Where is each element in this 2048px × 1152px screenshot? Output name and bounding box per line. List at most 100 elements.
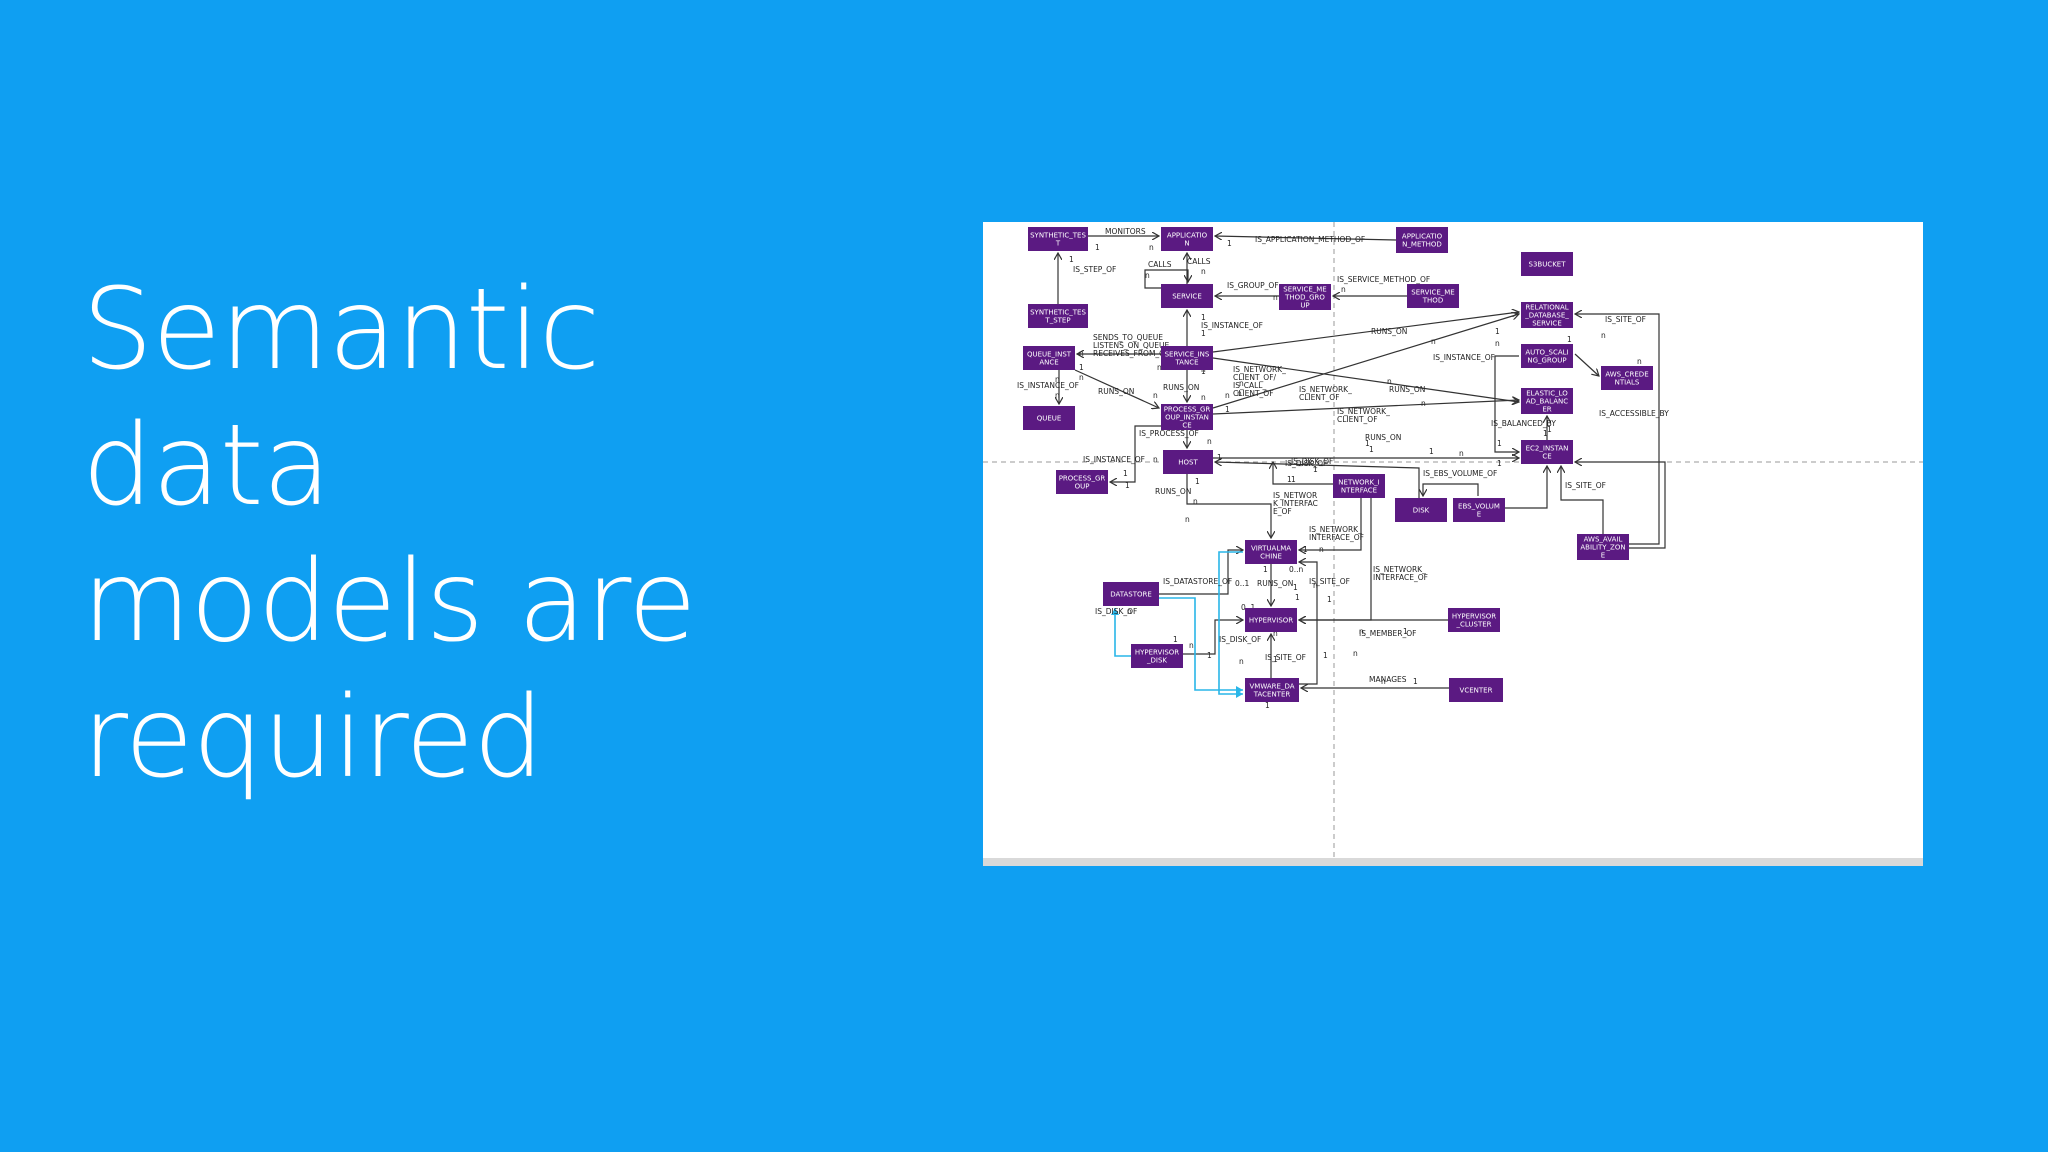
edge-az-to-ec2-right <box>1575 462 1666 549</box>
cardinality-label: 1 <box>1291 475 1296 484</box>
node-ebs-volume[interactable]: EBS_VOLUME <box>1453 498 1505 522</box>
node-label: T <box>1055 240 1061 248</box>
node-label: DISK <box>1413 507 1430 515</box>
edge-label: IS_INSTANCE_OF <box>1083 455 1145 464</box>
node-label: UP <box>1300 302 1309 310</box>
edge-label: IS_NETWORK_ <box>1299 385 1352 394</box>
cardinality-label: 1 <box>1497 459 1502 468</box>
node-label: _DATABASE_ <box>1524 312 1569 320</box>
edge-label: RUNS_ON <box>1155 487 1191 496</box>
node-box <box>1521 440 1573 464</box>
node-box <box>1449 678 1503 702</box>
node-label: AWS_CREDE <box>1605 371 1648 379</box>
edge-label: IS_DISK_OF <box>1219 635 1261 644</box>
node-network-interface[interactable]: NETWORK_INTERFACE <box>1333 474 1385 498</box>
node-label: VIRTUALMA <box>1251 545 1291 553</box>
cardinality-label: 0..1 <box>1235 579 1250 588</box>
node-process-group-instance[interactable]: PROCESS_GROUP_INSTANCE <box>1161 404 1213 430</box>
cardinality-label: n <box>1079 349 1084 358</box>
edge-label: IS_APPLICATION_METHOD_OF <box>1255 235 1365 244</box>
cardinality-label: 1 <box>1201 313 1206 322</box>
node-service[interactable]: SERVICE <box>1161 284 1213 308</box>
node-ec2-instance[interactable]: EC2_INSTANCE <box>1521 440 1573 464</box>
cardinality-label: 1 <box>1125 481 1130 490</box>
node-service-method-group[interactable]: SERVICE_METHOD_GROUP <box>1279 284 1331 310</box>
node-label: CE <box>1542 453 1551 461</box>
cardinality-label: 1 <box>1293 583 1298 592</box>
node-queue[interactable]: QUEUE <box>1023 406 1075 430</box>
edge-label: MANAGES <box>1369 675 1407 684</box>
edge-label: IS_NETWOR <box>1273 491 1317 500</box>
node-label: AD_BALANC <box>1526 398 1568 406</box>
cardinality-label: 1 <box>1567 335 1572 344</box>
node-queue-instance[interactable]: QUEUE_INSTANCE <box>1023 346 1075 370</box>
node-box <box>1279 284 1331 310</box>
node-label: PROCESS_GR <box>1059 475 1106 483</box>
edge-label: IS_SITE_OF <box>1565 481 1606 490</box>
node-label: OUP <box>1075 483 1090 491</box>
node-box <box>1521 388 1573 414</box>
cardinality-label: 0..n <box>1289 565 1304 574</box>
edge-network_interface-to-vm <box>1299 498 1362 550</box>
node-host[interactable]: HOST <box>1163 450 1213 474</box>
cardinality-label: 1 <box>1207 651 1212 660</box>
node-application-method[interactable]: APPLICATION_METHOD <box>1396 227 1448 253</box>
node-label: HYPERVISOR <box>1135 649 1179 657</box>
node-label: HYPERVISOR <box>1249 617 1293 625</box>
edge-label: IS_DISK_OF <box>1095 607 1137 616</box>
edge-label: CLIENT_OF <box>1337 415 1378 424</box>
node-datastore[interactable]: DATASTORE <box>1103 582 1159 606</box>
node-label: HOST <box>1178 459 1198 467</box>
edge-service_instance-runs-relational_db <box>1212 312 1519 353</box>
edge-label: RUNS_ON <box>1371 327 1407 336</box>
cardinality-label: n <box>1637 357 1642 366</box>
node-box <box>1245 678 1299 702</box>
edge-label: IS_SERVICE_METHOD_OF <box>1337 275 1430 284</box>
node-label: SERVICE <box>1532 320 1562 328</box>
cardinality-label: n <box>1381 677 1386 686</box>
cardinality-label: 1 <box>1547 425 1552 434</box>
node-box <box>1103 582 1159 606</box>
node-label: ABILITY_ZON <box>1580 544 1625 552</box>
node-s3bucket[interactable]: S3BUCKET <box>1521 252 1573 276</box>
node-label: SYNTHETIC_TES <box>1030 309 1086 317</box>
cardinality-label: 1 <box>1273 655 1278 664</box>
cardinality-label: n <box>1239 379 1244 388</box>
node-vcenter[interactable]: VCENTER <box>1449 678 1503 702</box>
edge-label: IS_STEP_OF <box>1073 265 1116 274</box>
cardinality-label: n <box>1193 497 1198 506</box>
node-process-group[interactable]: PROCESS_GROUP <box>1056 470 1108 494</box>
node-box <box>1577 534 1629 560</box>
node-hypervisor[interactable]: HYPERVISOR <box>1245 608 1297 632</box>
cardinality-label: n <box>1055 391 1060 400</box>
node-hypervisor-disk[interactable]: HYPERVISOR_DISK <box>1131 644 1183 668</box>
cardinality-label: n <box>1421 399 1426 408</box>
edge-label: E_OF <box>1273 507 1292 516</box>
cardinality-label: n <box>1201 267 1206 276</box>
node-label: E <box>1477 511 1481 519</box>
node-hypervisor-cluster[interactable]: HYPERVISOR_CLUSTER <box>1448 608 1500 632</box>
node-service-method[interactable]: SERVICE_METHOD <box>1407 284 1459 308</box>
node-application[interactable]: APPLICATION <box>1161 227 1213 251</box>
edge-vm-to-vmware_dc-cyan <box>1218 551 1243 698</box>
edge-process_group_instance-client-elb <box>1212 400 1519 415</box>
edge-label: LISTENS_ON_QUEUE <box>1093 341 1169 350</box>
node-label: PROCESS_GR <box>1164 406 1211 414</box>
node-relational-database-service[interactable]: RELATIONAL_DATABASE_SERVICE <box>1521 302 1573 328</box>
cardinality-label: n <box>1273 629 1278 638</box>
node-box <box>1161 404 1213 430</box>
edge-label: RUNS_ON <box>1163 383 1199 392</box>
node-box <box>1448 608 1500 632</box>
cardinality-label: 1 <box>1095 243 1100 252</box>
node-service-instance[interactable]: SERVICE_INSTANCE <box>1161 346 1213 370</box>
node-disk[interactable]: DISK <box>1395 498 1447 522</box>
cardinality-label: 1 <box>1069 255 1074 264</box>
